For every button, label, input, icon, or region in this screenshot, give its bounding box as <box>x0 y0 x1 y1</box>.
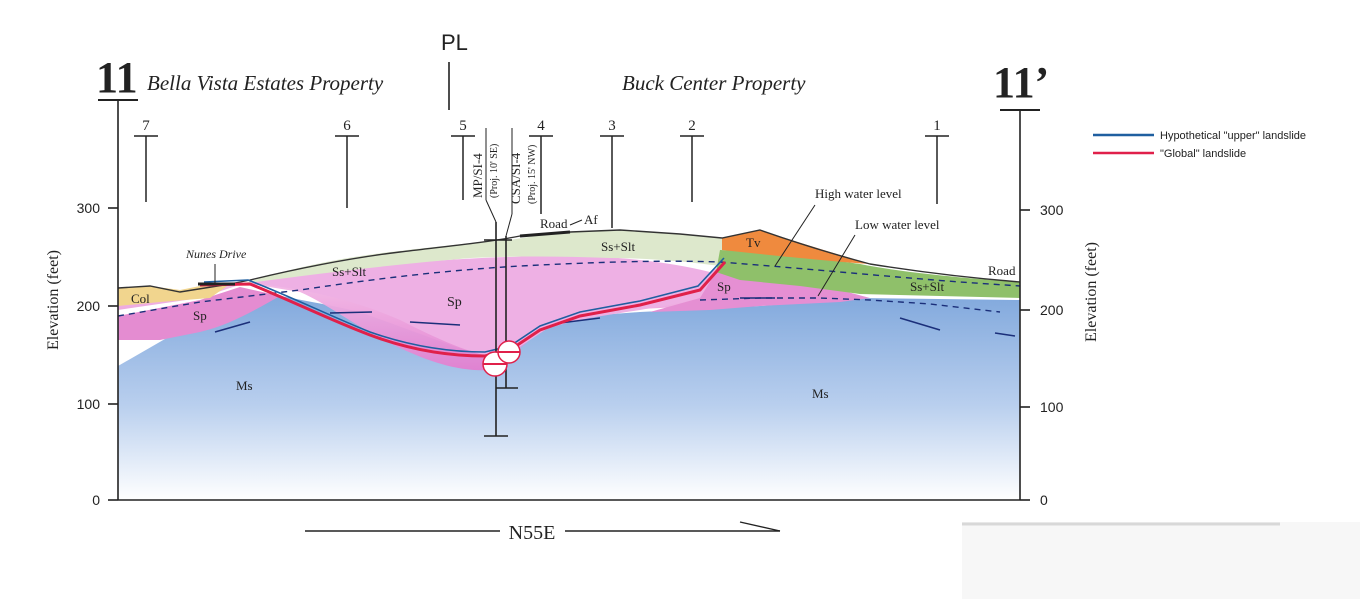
label-ms-right: Ms <box>812 386 829 401</box>
legend-label-global: "Global" landslide <box>1160 148 1246 160</box>
boring-label: 7 <box>142 118 150 134</box>
unit-sp-center <box>248 256 720 358</box>
label-col: Col <box>131 291 150 306</box>
legend-label-upper: Hypothetical "upper" landslide <box>1160 130 1306 142</box>
boring-5: 5 <box>451 118 475 200</box>
boring-7: 7 <box>134 118 158 202</box>
y-tick-right-300: 300 <box>1040 202 1064 218</box>
label-low-water: Low water level <box>855 217 940 232</box>
y-axis-title-right: Elevation (feet) <box>1083 242 1100 342</box>
inclinometer-note: (Proj. 15' NW) <box>527 145 538 204</box>
right-elevation-axis <box>1000 109 1040 501</box>
bedding-dashes <box>214 297 1016 337</box>
y-tick-right-200: 200 <box>1040 302 1064 318</box>
boring-4: 4 <box>529 118 553 214</box>
boring-label: 3 <box>608 118 616 134</box>
boring-label: 6 <box>343 118 351 134</box>
label-ms-left: Ms <box>236 378 253 393</box>
legend: Hypothetical "upper" landslide "Global" … <box>1093 130 1306 160</box>
y-tick-left-300: 300 <box>77 200 101 216</box>
direction-label: N55E <box>509 522 556 544</box>
inclinometer-mp-si-4: MP/SI-4 (Proj. 10' SE) <box>470 128 508 437</box>
y-tick-right-0: 0 <box>1040 492 1048 508</box>
y-tick-left-0: 0 <box>92 492 100 508</box>
unit-ms <box>118 290 1020 500</box>
y-tick-left-200: 200 <box>77 298 101 314</box>
inclinometer-note: (Proj. 10' SE) <box>489 144 500 198</box>
unit-tv <box>722 230 870 264</box>
inclinometer-name: MP/SI-4 <box>470 153 485 198</box>
boring-label: 2 <box>688 118 696 134</box>
road-center-surface <box>519 230 571 238</box>
property-line-label: PL <box>441 30 468 55</box>
property-left: Bella Vista Estates Property <box>147 71 384 95</box>
unit-ss-slt-center <box>245 230 740 283</box>
low-water-leader <box>817 234 856 297</box>
boring-label: 1 <box>933 118 941 134</box>
unit-sp-right <box>650 272 870 312</box>
label-road-center: Road <box>540 216 568 231</box>
y-tick-left-100: 100 <box>77 396 101 412</box>
slip-indicator-icon <box>482 340 521 377</box>
high-water-line <box>117 260 1021 317</box>
road-center-leader <box>569 219 583 226</box>
label-high-water: High water level <box>815 186 902 201</box>
section-label-left: 11 <box>96 53 138 102</box>
label-nunes-drive: Nunes Drive <box>185 247 247 261</box>
label-tv: Tv <box>746 235 761 250</box>
property-line-marker: PL <box>441 30 468 110</box>
label-road-right: Road <box>988 263 1016 278</box>
unit-col <box>118 284 230 306</box>
label-ss-slt-right: Ss+Slt <box>910 279 944 294</box>
unit-sp-left-lower <box>118 287 280 340</box>
label-sp-left: Sp <box>193 308 207 323</box>
label-sp-right: Sp <box>717 279 731 294</box>
label-sp-center: Sp <box>447 295 462 310</box>
label-af: Af <box>584 212 598 227</box>
left-elevation-axis <box>98 99 1020 501</box>
upper-landslide-plane <box>203 257 725 353</box>
direction-arrow: N55E <box>305 521 781 544</box>
property-right: Buck Center Property <box>622 71 806 95</box>
low-water-line <box>699 297 1001 313</box>
label-ss-slt-left: Ss+Slt <box>332 264 366 279</box>
boring-label: 4 <box>537 118 545 134</box>
y-axis-title-left: Elevation (feet) <box>45 250 62 350</box>
section-label-right: 11’ <box>993 58 1049 107</box>
scan-artifact <box>962 522 1360 599</box>
boring-3: 3 <box>600 118 624 228</box>
inclinometer-name: CSA/SI-4 <box>508 152 523 204</box>
boring-2: 2 <box>680 118 704 202</box>
boring-1: 1 <box>925 118 949 204</box>
boring-6: 6 <box>335 118 359 208</box>
y-tick-right-100: 100 <box>1040 399 1064 415</box>
boring-label: 5 <box>459 118 467 134</box>
high-water-leader <box>774 204 816 267</box>
label-ss-slt-center: Ss+Slt <box>601 239 635 254</box>
